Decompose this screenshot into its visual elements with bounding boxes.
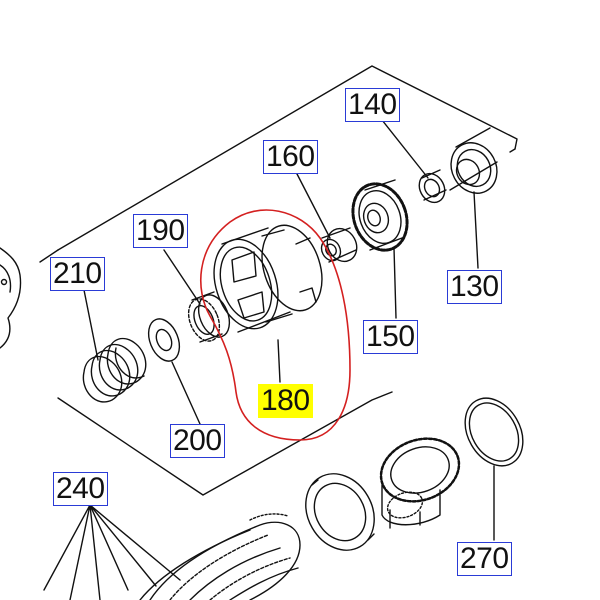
leader-150 bbox=[393, 247, 397, 319]
clutch-plate-drawing bbox=[305, 473, 375, 551]
bushing-160-drawing bbox=[320, 227, 358, 263]
leader-140 bbox=[381, 119, 429, 179]
callout-150: 150 bbox=[363, 320, 418, 354]
callout-270: 270 bbox=[457, 542, 512, 576]
leader-180 bbox=[277, 339, 281, 383]
callout-240: 240 bbox=[53, 472, 108, 506]
leader-240-fan bbox=[43, 504, 181, 600]
leader-160 bbox=[295, 171, 331, 239]
callout-160: 160 bbox=[263, 140, 318, 174]
ring-270-drawing bbox=[464, 397, 524, 467]
housing-edge bbox=[0, 247, 22, 349]
callout-180-highlighted: 180 bbox=[258, 384, 313, 418]
bearing-140-drawing bbox=[418, 169, 447, 204]
assembly-frame bbox=[57, 65, 518, 251]
leader-210 bbox=[83, 289, 99, 361]
bearing-130-drawing bbox=[449, 127, 498, 194]
leader-200 bbox=[171, 361, 201, 425]
clutch-drum-180-drawing bbox=[213, 224, 323, 333]
spring-210-drawing bbox=[82, 337, 147, 403]
callout-190: 190 bbox=[133, 214, 188, 248]
leader-130 bbox=[473, 191, 479, 269]
washer-200-drawing bbox=[147, 318, 181, 362]
highlight-ring bbox=[200, 209, 351, 441]
bearing-190-drawing bbox=[187, 291, 231, 343]
clutch-disc-stack-drawing bbox=[139, 513, 301, 600]
callout-210: 210 bbox=[50, 257, 105, 291]
callout-200: 200 bbox=[170, 424, 225, 458]
callout-130: 130 bbox=[447, 270, 502, 304]
clutch-hub-drawing bbox=[379, 437, 461, 529]
gear-150-drawing bbox=[351, 179, 409, 252]
callout-140: 140 bbox=[345, 88, 400, 122]
leader-190 bbox=[163, 249, 201, 305]
